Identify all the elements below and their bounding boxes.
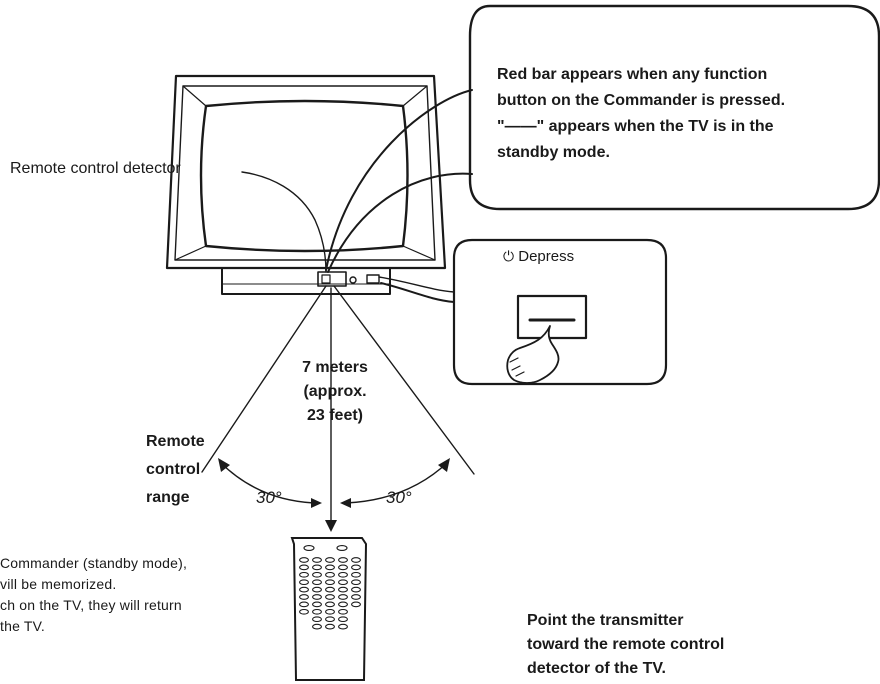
remote-button	[299, 586, 309, 593]
remote-button	[299, 608, 309, 615]
remote-button	[312, 601, 322, 608]
remote-button	[312, 557, 322, 563]
arc-arrow-right-outer	[438, 458, 450, 472]
callout-text: Red bar appears when any function button…	[497, 62, 857, 166]
range-line: Remote	[146, 433, 205, 450]
remote-button	[299, 557, 309, 563]
remote-button	[351, 586, 361, 593]
remote-button	[351, 601, 361, 608]
remote-button	[338, 586, 348, 593]
remote-button	[351, 579, 361, 586]
remote-button	[312, 586, 322, 593]
tv-power-switch	[366, 274, 380, 284]
remote-button	[338, 557, 348, 563]
remote-button	[303, 545, 315, 551]
note-line: detector of the TV.	[527, 660, 666, 677]
remote-button	[325, 571, 335, 578]
callout-line: standby mode.	[497, 144, 610, 161]
remote-button	[312, 564, 322, 571]
note-line: the TV.	[0, 618, 45, 634]
callout-line: Red bar appears when any function	[497, 66, 768, 83]
callout-line: "——" appears when the TV is in the	[497, 118, 774, 135]
remote-button	[338, 616, 348, 623]
remote-sensor-window	[317, 271, 347, 287]
depress-label: ⏻ Depress	[503, 248, 574, 265]
arc-arrow-left-inner	[311, 498, 322, 508]
note-line: Commander (standby mode),	[0, 555, 188, 571]
remote-button	[325, 557, 335, 563]
note-line: Point the transmitter	[527, 612, 684, 629]
remote-button	[299, 579, 309, 586]
power-symbol-icon: ⏻	[503, 249, 515, 265]
depress-text: Depress	[518, 248, 575, 265]
distance-line: 7 meters	[302, 359, 368, 376]
remote-button	[312, 616, 322, 623]
range-label: Remote control range	[146, 428, 205, 512]
tv-illustration	[165, 74, 447, 295]
note-line: toward the remote control	[527, 636, 725, 653]
point-transmitter-note: Point the transmitter toward the remote …	[527, 609, 724, 681]
remote-button	[325, 623, 335, 630]
remote-button	[325, 579, 335, 586]
range-line: range	[146, 489, 190, 506]
remote-button	[338, 623, 348, 630]
remote-button	[351, 571, 361, 578]
remote-button	[338, 564, 348, 571]
pointing-hand-icon	[506, 325, 560, 384]
remote-button	[351, 557, 361, 563]
remote-button	[312, 608, 322, 615]
remote-button	[299, 571, 309, 578]
remote-button	[338, 601, 348, 608]
remote-button	[299, 594, 309, 600]
remote-button	[338, 594, 348, 600]
angle-left-label: 30°	[256, 488, 282, 507]
remote-button	[299, 564, 309, 571]
note-line: vill be memorized.	[0, 576, 117, 592]
remote-control-icon	[290, 537, 368, 681]
remote-control-detector-label: Remote control detector	[10, 160, 181, 177]
remote-button	[312, 579, 322, 586]
remote-button	[351, 594, 361, 600]
remote-button	[312, 623, 322, 630]
note-line: ch on the TV, they will return	[0, 597, 182, 613]
distance-line: 23 feet)	[306, 407, 364, 424]
remote-button	[325, 601, 335, 608]
depress-box	[452, 238, 668, 386]
remote-button	[338, 579, 348, 586]
remote-button	[325, 594, 335, 600]
remote-button	[312, 594, 322, 600]
remote-button	[325, 616, 335, 623]
remote-button	[336, 545, 348, 551]
power-button-illustration	[516, 294, 588, 340]
remote-button	[299, 601, 309, 608]
remote-button	[325, 608, 335, 615]
arc-arrow-right-inner	[340, 498, 351, 508]
remote-button	[338, 608, 348, 615]
distance-label: 7 meters (approx. 23 feet)	[290, 356, 380, 428]
remote-button	[338, 571, 348, 578]
range-line: control	[146, 461, 201, 478]
callout-line: button on the Commander is pressed.	[497, 92, 786, 109]
remote-button	[325, 586, 335, 593]
angle-right-label: 30°	[386, 488, 412, 507]
remote-button	[351, 564, 361, 571]
remote-button	[325, 564, 335, 571]
callout-bubble	[468, 4, 880, 211]
remote-button	[312, 571, 322, 578]
center-arrow	[325, 520, 337, 532]
standby-note: Commander (standby mode), vill be memori…	[0, 553, 187, 637]
distance-line: (approx.	[303, 383, 367, 400]
arc-arrow-left-outer	[218, 458, 230, 472]
